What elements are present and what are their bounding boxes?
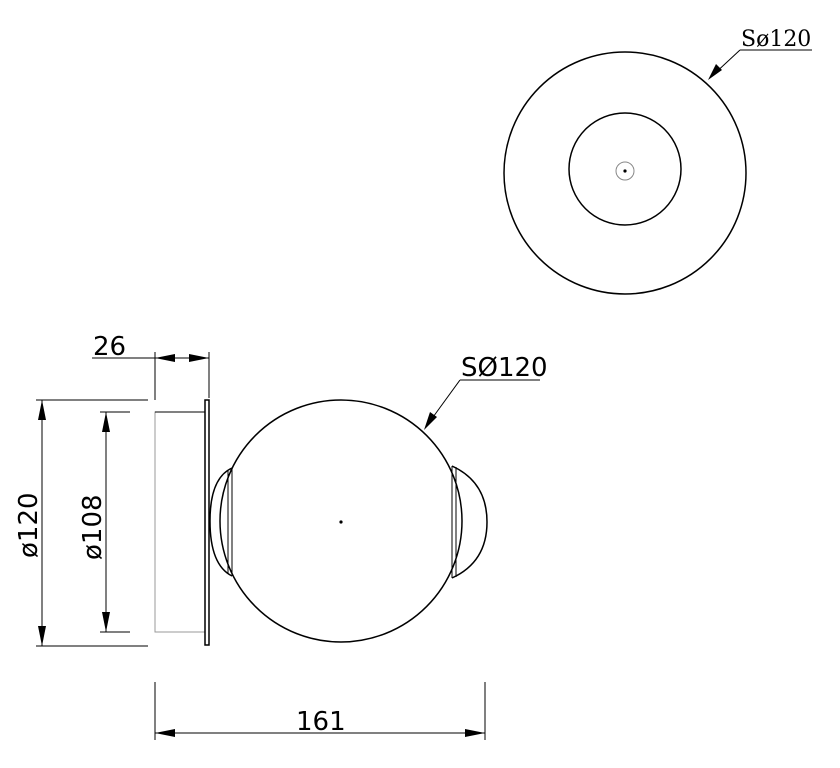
inner-diameter-label: ø108 xyxy=(78,494,108,560)
depth-arrow-left xyxy=(155,354,175,362)
outer-diameter-label: ø120 xyxy=(14,492,44,558)
inner-diameter-arrow-bottom xyxy=(102,612,110,632)
inner-diameter-arrow-top xyxy=(102,412,110,432)
depth-arrow-right xyxy=(189,354,209,362)
mounting-plate xyxy=(204,399,210,646)
base-canopy xyxy=(154,411,206,633)
top-view-center-dot xyxy=(623,169,627,173)
right-cap xyxy=(451,465,488,579)
depth-dimension-label: 26 xyxy=(93,332,126,362)
width-dimension-label: 161 xyxy=(296,707,346,737)
top-view-outer-circle xyxy=(503,51,747,295)
width-arrow-left xyxy=(155,729,175,737)
sphere-leader-arrow xyxy=(424,412,437,430)
width-arrow-right xyxy=(465,729,485,737)
top-view-center-ring xyxy=(615,161,635,181)
sphere-dimension-label: SØ120 xyxy=(461,353,548,383)
globe-sphere xyxy=(219,399,463,643)
globe-center-dot xyxy=(339,520,343,524)
outer-diameter-arrow-bottom xyxy=(38,626,46,646)
top-view-dimension-label: Sø120 xyxy=(741,27,811,52)
outer-diameter-arrow-top xyxy=(38,400,46,420)
top-view-leader-arrow xyxy=(708,64,722,80)
top-view-inner-circle xyxy=(568,112,682,226)
top-view: Sø120 xyxy=(503,27,812,295)
left-cap xyxy=(209,467,233,577)
side-view: SØ120 26 ø120 ø108 161 xyxy=(14,332,548,740)
